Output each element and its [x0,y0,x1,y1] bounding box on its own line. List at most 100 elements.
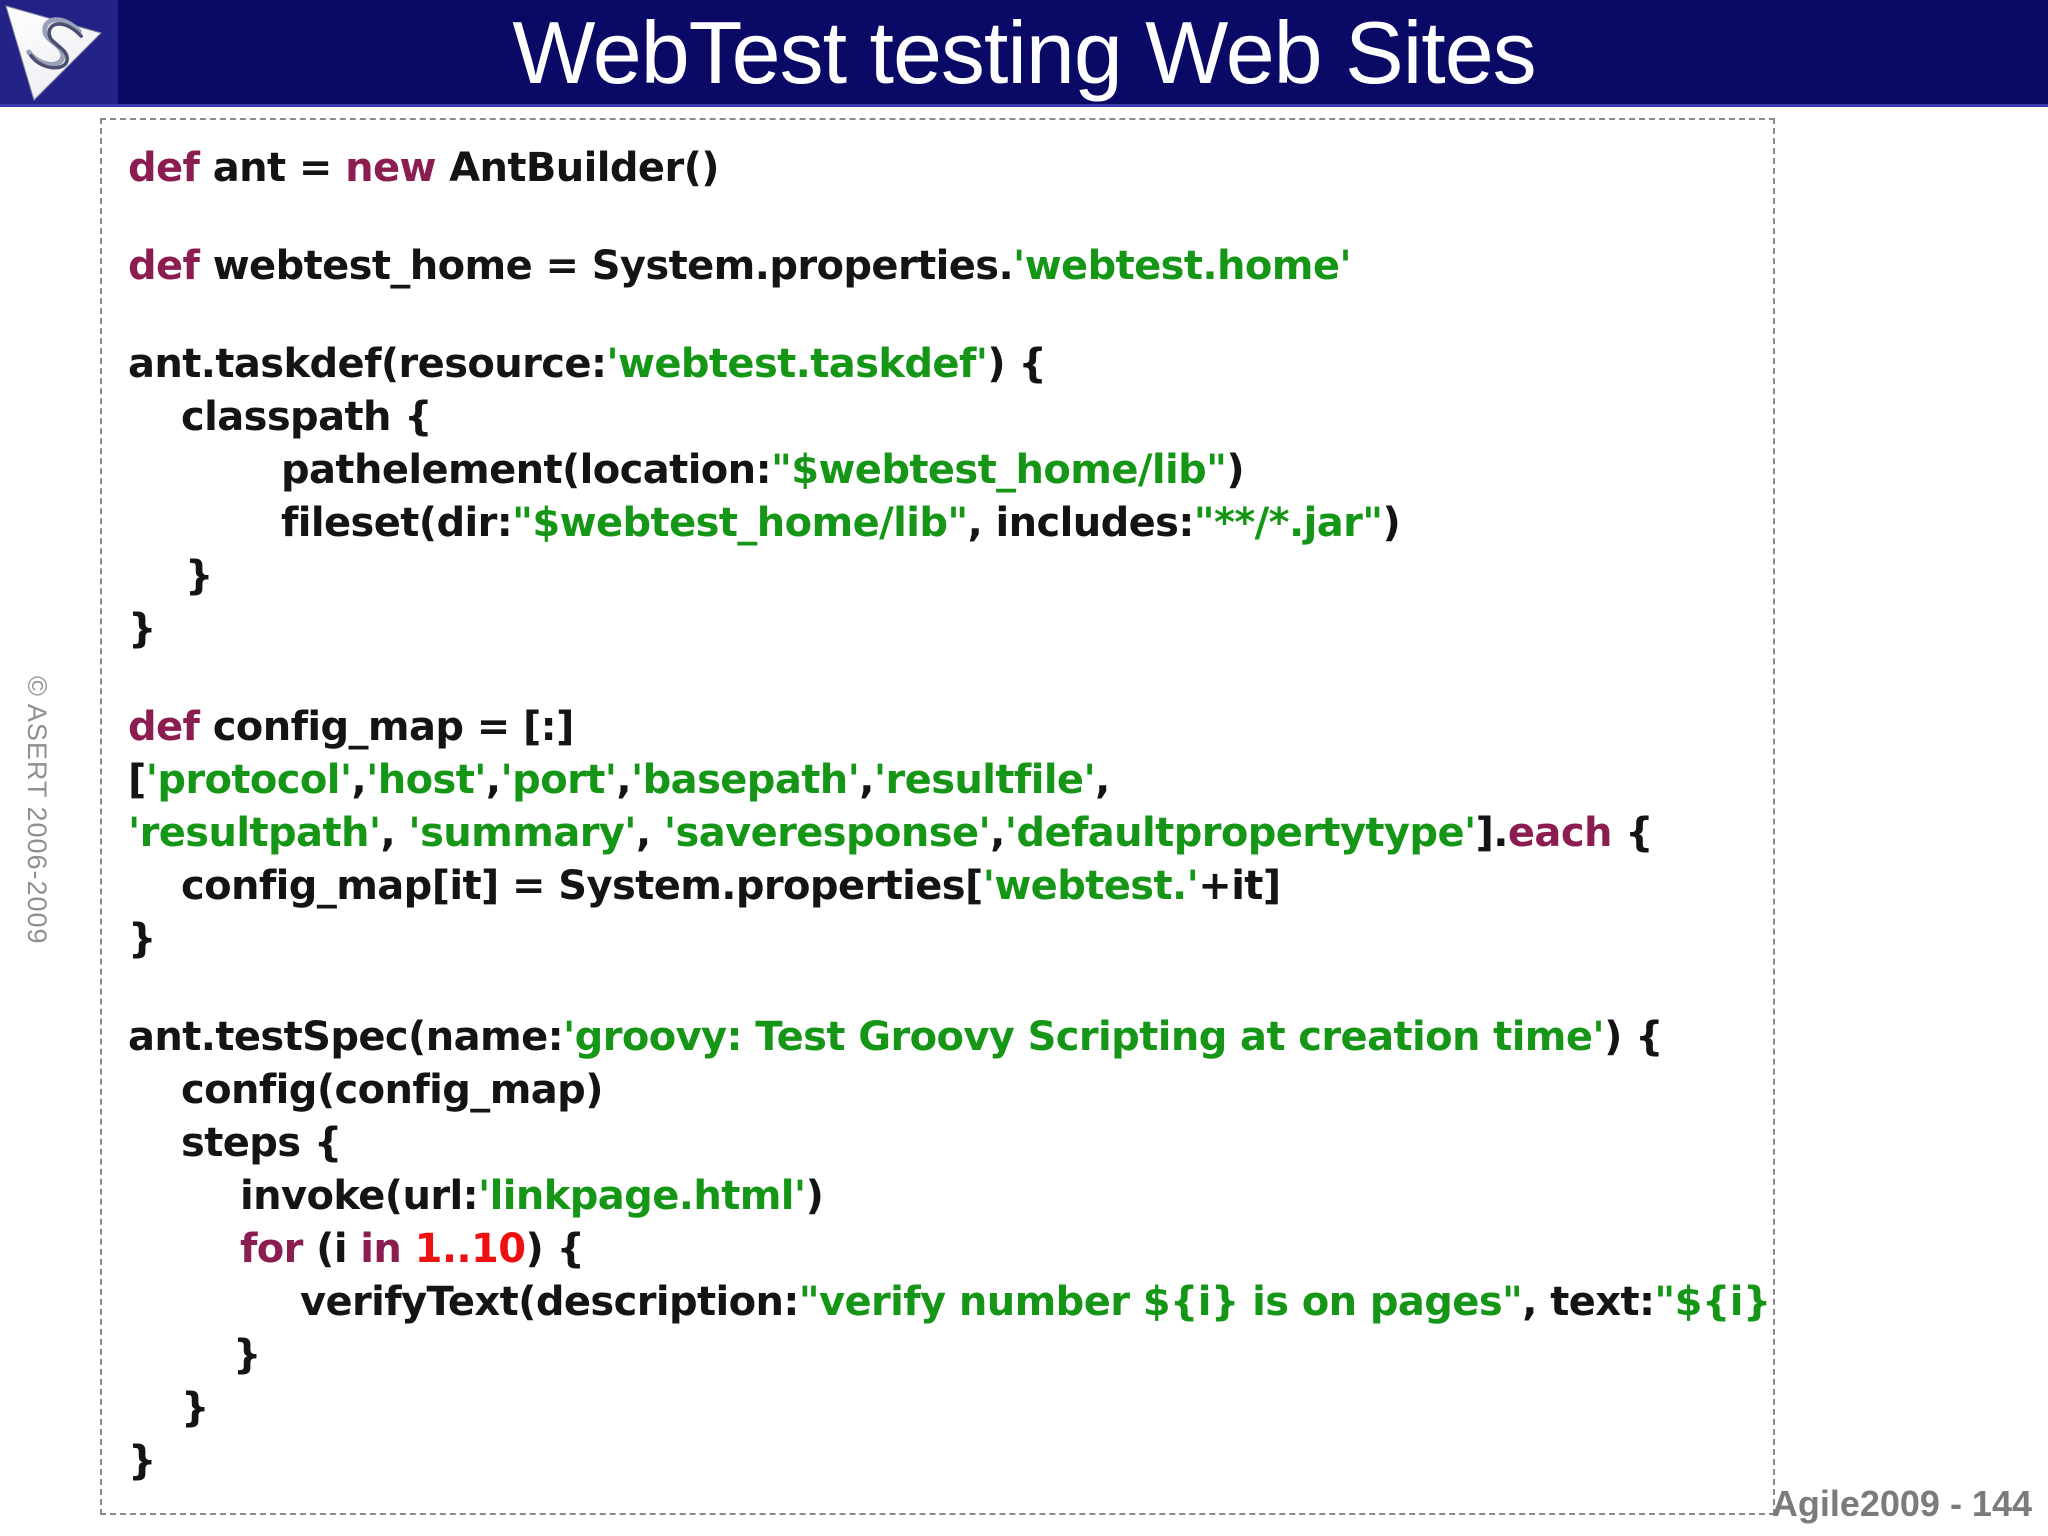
code-token-plain: ) { [987,341,1047,387]
page-number: Agile2009 - 144 [1771,1483,2032,1524]
code-token-plain: , text: [1522,1279,1655,1325]
code-token-plain: ) { [1604,1014,1663,1060]
code-token-plain: [ [128,757,146,803]
code-token-string: 'protocol' [145,757,352,803]
code-token-plain: classpath { [181,394,433,440]
code-token-string: 'summary' [408,810,636,856]
code-token-plain: } [233,1332,261,1378]
code-line: for (i in 1..10) { [128,1223,1773,1276]
code-token-string: 'webtest.taskdef' [606,341,988,387]
code-token-string: 'port' [500,757,617,803]
code-token-plain: steps { [181,1120,342,1166]
code-line: steps { [128,1117,1773,1170]
code-line: pathelement(location:"$webtest_home/lib"… [128,444,1773,497]
copyright-text: © ASERT 2006-2009 [22,676,52,945]
code-token-plain: ant.taskdef(resource: [128,341,607,387]
code-token-string: "${i}" [1654,1279,1773,1325]
code-token-plain: { [1611,810,1654,856]
code-token-string: "$webtest_home/lib" [770,447,1227,493]
code-token-string: 'groovy: Test Groovy Scripting at creati… [563,1014,1605,1060]
code-token-plain: } [185,553,213,599]
code-token-plain: invoke(url: [240,1173,479,1219]
code-token-plain: config_map = [:] [199,704,575,750]
code-line: ['protocol','host','port','basepath','re… [128,754,1773,807]
code-token-plain: , [990,810,1005,856]
code-token-number: 1..10 [414,1226,526,1272]
code-line: } [128,913,1773,966]
asert-logo [0,0,118,104]
code-line: def config_map = [:] [128,701,1773,754]
code-token-plain: ) [1382,500,1401,546]
code-line: config_map[it] = System.properties['webt… [128,860,1773,913]
code-token-plain: , [1095,757,1110,803]
code-block: def ant = new AntBuilder()def webtest_ho… [128,142,1773,1488]
code-token-string: 'webtest.home' [1013,243,1352,289]
code-token-plain: webtest_home = System.properties. [199,243,1014,289]
code-line: } [128,1329,1773,1382]
code-line: invoke(url:'linkpage.html') [128,1170,1773,1223]
code-line: } [128,1382,1773,1435]
code-line: } [128,550,1773,603]
asert-triangle-icon [0,0,118,104]
code-line: } [128,1435,1773,1488]
code-line: verifyText(description:"verify number ${… [128,1276,1773,1329]
code-token-string: 'host' [366,757,486,803]
code-blank-line [128,195,1773,240]
code-token-plain [401,1226,414,1272]
code-token-plain: verifyText(description: [300,1279,799,1325]
code-token-plain: pathelement(location: [281,447,772,493]
header-bar [0,0,2048,107]
code-token-plain: , [485,757,501,803]
code-line: ant.testSpec(name:'groovy: Test Groovy S… [128,1011,1773,1064]
code-token-plain: +it] [1198,863,1281,909]
code-token-plain: , [351,757,367,803]
code-token-string: 'basepath' [631,757,860,803]
code-blank-line [128,966,1773,1011]
code-line: classpath { [128,391,1773,444]
code-token-keyword: each [1507,810,1613,856]
code-token-keyword: in [360,1226,402,1272]
code-line: def ant = new AntBuilder() [128,142,1773,195]
code-token-keyword: def [128,704,200,750]
code-token-plain: AntBuilder() [435,145,719,191]
code-token-string: 'resultpath' [128,810,381,856]
code-token-plain: ]. [1475,810,1509,856]
code-line: fileset(dir:"$webtest_home/lib", include… [128,497,1773,550]
code-token-string: "**/*.jar" [1193,500,1383,546]
code-token-keyword: new [345,145,436,191]
s-curve-icon [26,17,83,70]
code-token-plain: ) [1226,447,1245,493]
slide-title: WebTest testing Web Sites [512,3,1536,102]
code-token-string: 'resultfile' [873,757,1096,803]
code-token-plain: fileset(dir: [281,500,513,546]
code-token-plain: } [128,1438,156,1484]
code-token-plain: , includes: [967,500,1195,546]
code-token-string: 'webtest.' [982,863,1199,909]
code-token-plain: config(config_map) [181,1067,604,1113]
code-token-keyword: def [128,243,200,289]
code-token-string: "$webtest_home/lib" [512,500,968,546]
code-token-plain: ) [805,1173,824,1219]
code-token-string: 'saveresponse' [663,810,991,856]
code-line: config(config_map) [128,1064,1773,1117]
code-token-string: "verify number ${i} is on pages" [798,1279,1523,1325]
code-blank-line [128,293,1773,338]
code-token-plain: } [181,1385,209,1431]
code-token-plain: , [859,757,874,803]
code-token-keyword: for [240,1226,303,1272]
code-blank-line [128,656,1773,701]
code-token-plain: , [635,810,664,856]
code-line: def webtest_home = System.properties.'we… [128,240,1773,293]
code-token-keyword: def [128,145,200,191]
code-token-plain: ant = [199,145,346,191]
code-token-plain: config_map[it] = System.properties[ [181,863,983,909]
code-line: ant.taskdef(resource:'webtest.taskdef') … [128,338,1773,391]
code-token-plain: , [616,757,631,803]
code-line: } [128,603,1773,656]
code-token-plain: } [128,916,156,962]
code-token-string: 'linkpage.html' [478,1173,806,1219]
code-panel: def ant = new AntBuilder()def webtest_ho… [100,118,1775,1515]
code-token-plain: , [380,810,409,856]
code-token-plain: ) { [525,1226,585,1272]
code-token-plain: ant.testSpec(name: [128,1014,564,1060]
